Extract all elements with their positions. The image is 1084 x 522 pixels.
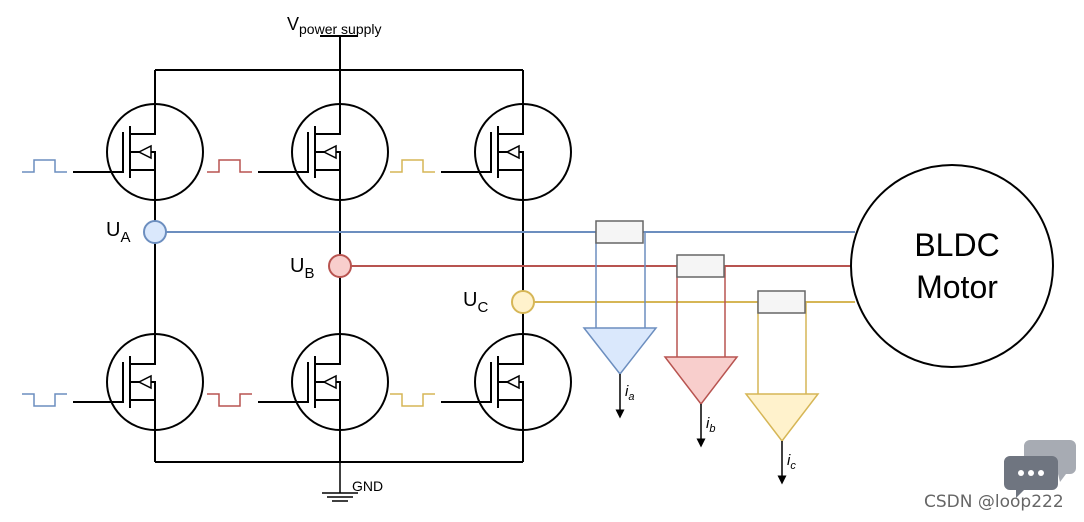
gate-signal-group	[22, 159, 435, 407]
label-ic: ic	[787, 452, 796, 472]
bldc-motor	[850, 164, 1054, 368]
label-ib: ib	[706, 415, 715, 435]
supply-label: Vpower supply	[287, 14, 382, 37]
phase-lines	[165, 231, 855, 303]
mosfet-low-b-icon	[258, 333, 389, 431]
ground-symbol	[322, 462, 358, 502]
shunt-resistor-c	[757, 290, 806, 314]
amp-c-icon	[744, 393, 820, 443]
sense-a	[582, 220, 658, 376]
ground-label: GND	[352, 478, 383, 494]
watermark-text: CSDN @loop222	[924, 492, 1064, 512]
chat-bubble-icon	[1004, 440, 1076, 498]
motor-label-line2: Motor	[916, 269, 998, 305]
amp-a-icon	[582, 327, 658, 376]
mosfet-low-a-icon	[73, 333, 204, 431]
mosfet-low-c-icon	[441, 333, 572, 431]
sense-c	[744, 290, 820, 443]
label-ua: UA	[106, 219, 130, 246]
gate-signal-high-c	[390, 159, 435, 173]
node-uc	[511, 290, 535, 314]
shunt-resistor-a	[595, 220, 644, 244]
supply-sub: power supply	[299, 21, 382, 37]
mosfet-group	[73, 103, 572, 431]
gate-signal-low-b	[207, 393, 252, 407]
gate-signal-low-a	[22, 393, 67, 407]
motor-label-line1: BLDC	[914, 227, 999, 263]
node-ua	[143, 220, 167, 244]
gate-signal-high-a	[22, 159, 67, 173]
sense-b	[663, 254, 739, 406]
amp-b-icon	[663, 356, 739, 406]
mosfet-high-b-icon	[258, 103, 389, 201]
label-uc: UC	[463, 289, 488, 316]
label-ia: ia	[625, 383, 634, 403]
gate-signal-high-b	[207, 159, 252, 173]
node-ub	[328, 254, 352, 278]
mosfet-high-c-icon	[441, 103, 572, 201]
mosfet-high-a-icon	[73, 103, 204, 201]
label-ub: UB	[290, 255, 314, 282]
supply-v: V	[287, 14, 299, 34]
shunt-resistor-b	[676, 254, 725, 278]
gate-signal-low-c	[390, 393, 435, 407]
